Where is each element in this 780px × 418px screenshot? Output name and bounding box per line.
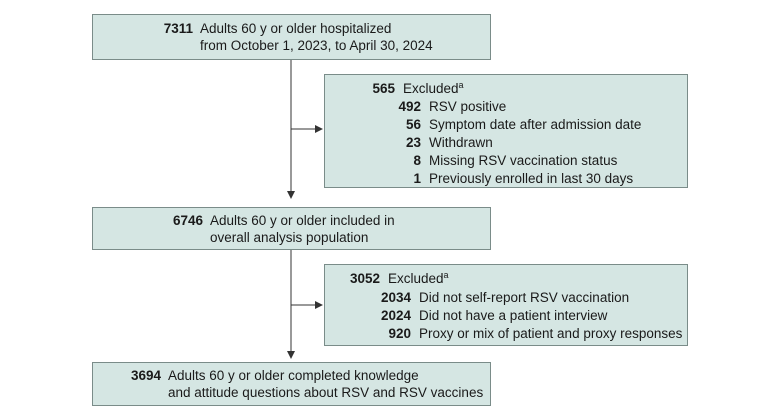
exclusion-2-item-count: 920 bbox=[388, 326, 411, 341]
exclusion-1-item-label: Missing RSV vaccination status bbox=[429, 153, 618, 168]
exclusion-2-label: Excludeda bbox=[388, 270, 449, 287]
footnote-marker: a bbox=[458, 80, 464, 90]
included-label-line2: overall analysis population bbox=[210, 230, 369, 245]
final-label-line1: Adults 60 y or older completed knowledge bbox=[168, 368, 419, 383]
exclusion-box-2: 3052 Excludeda 2034 Did not self-report … bbox=[324, 264, 688, 346]
exclusion-1-item-label: Symptom date after admission date bbox=[429, 117, 642, 132]
exclusion-2-item-count: 2024 bbox=[380, 308, 411, 323]
start-label-line2: from October 1, 2023, to April 30, 2024 bbox=[200, 38, 433, 53]
final-population-box: 3694 Adults 60 y or older completed know… bbox=[92, 362, 491, 406]
exclusion-1-item-count: 1 bbox=[413, 171, 421, 186]
final-count: 3694 bbox=[130, 368, 161, 383]
exclusion-1-item-count: 492 bbox=[398, 99, 421, 114]
exclusion-1-item-label: Withdrawn bbox=[429, 135, 493, 150]
exclusion-2-item-label: Did not self-report RSV vaccination bbox=[419, 290, 630, 305]
exclusion-2-item-label: Did not have a patient interview bbox=[419, 308, 608, 323]
exclusion-1-item-label: RSV positive bbox=[429, 99, 507, 114]
exclusion-1-item-label: Previously enrolled in last 30 days bbox=[429, 171, 634, 186]
exclusion-2-item-count: 2034 bbox=[380, 290, 411, 305]
included-label-line1: Adults 60 y or older included in bbox=[210, 213, 395, 228]
exclusion-1-count: 565 bbox=[372, 81, 395, 96]
included-population-box: 6746 Adults 60 y or older included in ov… bbox=[92, 207, 491, 250]
footnote-marker: a bbox=[443, 270, 449, 280]
exclusion-1-item-count: 23 bbox=[405, 135, 421, 150]
exclusion-2-item-label: Proxy or mix of patient and proxy respon… bbox=[419, 326, 683, 341]
included-count: 6746 bbox=[172, 213, 203, 228]
start-label-line1: Adults 60 y or older hospitalized bbox=[200, 21, 392, 36]
final-label-line2: and attitude questions about RSV and RSV… bbox=[168, 385, 484, 400]
exclusion-2-count: 3052 bbox=[349, 271, 380, 286]
start-population-box: 7311 Adults 60 y or older hospitalized f… bbox=[92, 14, 491, 60]
start-count: 7311 bbox=[163, 21, 193, 36]
exclusion-1-label: Excludeda bbox=[403, 80, 464, 97]
exclusion-1-item-count: 8 bbox=[413, 153, 421, 168]
exclusion-1-item-count: 56 bbox=[405, 117, 421, 132]
exclusion-box-1: 565 Excludeda 492 RSV positive 56 Sympto… bbox=[324, 74, 688, 188]
